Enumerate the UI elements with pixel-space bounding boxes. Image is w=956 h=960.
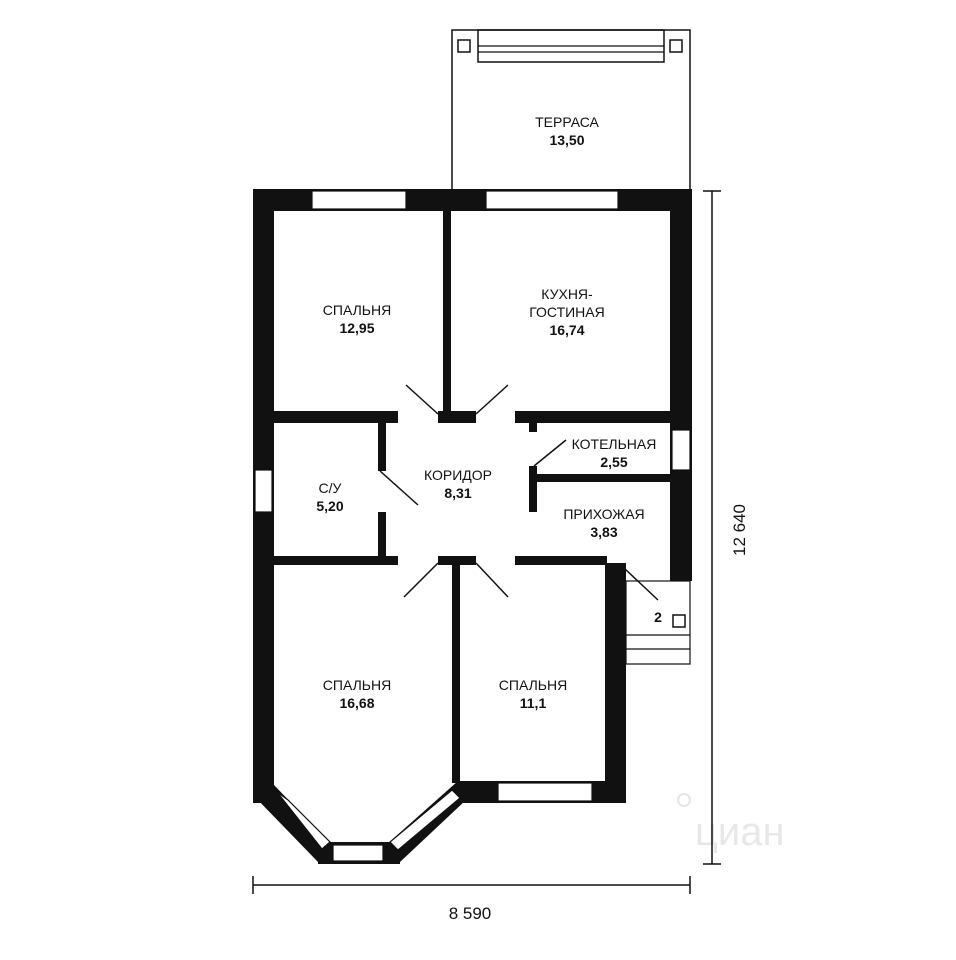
porch-label: 2: [654, 609, 662, 625]
dimension-width: 8 590: [252, 876, 691, 923]
boiler-area: 2,55: [600, 454, 627, 470]
window-bay-bottom: [332, 844, 384, 862]
corridor-name: КОРИДОР: [424, 467, 492, 483]
window-bedroom-top: [311, 190, 407, 210]
kitchen-name-line1: КУХНЯ-: [541, 286, 593, 302]
bedroom-br-area: 11,1: [520, 695, 547, 711]
window-bedroom-right: [497, 782, 593, 802]
entrance-porch: 2: [625, 580, 691, 665]
dimension-height: 12 640: [703, 190, 749, 865]
terrace-name: ТЕРРАСА: [535, 114, 599, 130]
windows: [254, 190, 691, 862]
watermark-text: циан: [695, 810, 785, 854]
bedroom-top-area: 12,95: [339, 320, 374, 336]
bathroom-name: С/У: [319, 480, 342, 496]
corridor-area: 8,31: [444, 485, 471, 501]
boiler-name: КОТЕЛЬНАЯ: [572, 436, 657, 452]
cian-watermark: циан: [677, 793, 785, 854]
kitchen-area: 16,74: [549, 322, 584, 338]
walls: [253, 189, 692, 864]
window-bathroom: [254, 469, 273, 513]
bedroom-bl-area: 16,68: [339, 695, 374, 711]
bedroom-br-name: СПАЛЬНЯ: [499, 677, 567, 693]
window-bay-left: [276, 791, 331, 850]
terrace: [451, 29, 691, 193]
interior-walls: [272, 209, 692, 783]
window-boiler: [671, 429, 691, 471]
hall-area: 3,83: [590, 524, 617, 540]
hall-name: ПРИХОЖАЯ: [563, 506, 644, 522]
window-kitchen: [485, 190, 619, 210]
room-labels: ТЕРРАСА 13,50 СПАЛЬНЯ 12,95 КУХНЯ- ГОСТИ…: [316, 114, 656, 711]
kitchen-name-line2: ГОСТИНАЯ: [529, 304, 605, 320]
bedroom-top-name: СПАЛЬНЯ: [323, 302, 391, 318]
bathroom-area: 5,20: [316, 498, 343, 514]
height-label: 12 640: [730, 504, 749, 556]
bedroom-bl-name: СПАЛЬНЯ: [323, 677, 391, 693]
width-label: 8 590: [449, 904, 492, 923]
doors: [379, 384, 659, 601]
terrace-area: 13,50: [549, 132, 584, 148]
window-bay-right: [389, 789, 461, 851]
